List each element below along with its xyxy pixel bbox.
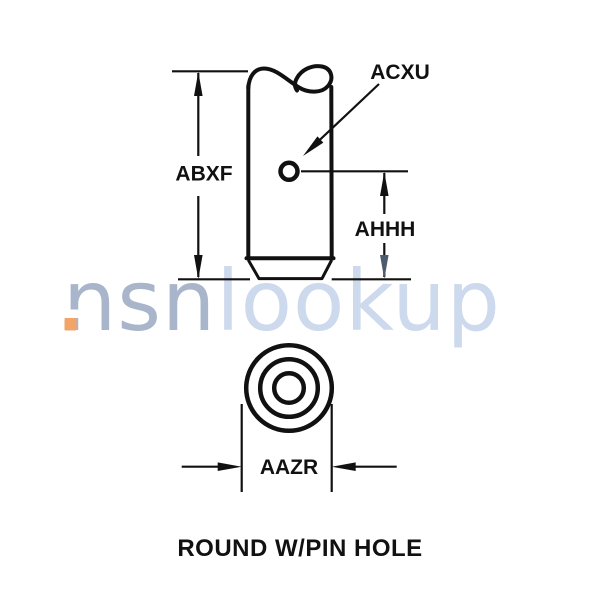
label-aazr: AAZR <box>260 456 318 479</box>
watermark-part2: lookup <box>216 252 501 350</box>
chamfer-tip <box>246 259 334 281</box>
leader-acxu: ACXU <box>303 61 430 156</box>
watermark-accent-square <box>64 318 77 331</box>
top-view <box>243 342 335 434</box>
middle-circle <box>257 356 321 420</box>
figure-caption: ROUND W/PIN HOLE <box>177 535 422 562</box>
dimension-ahhh: AHHH <box>331 171 416 281</box>
abxf-arrow-down <box>194 255 203 280</box>
label-abxf: ABXF <box>175 163 232 186</box>
break-line <box>246 64 334 94</box>
label-acxu: ACXU <box>370 61 430 84</box>
watermark-text: nsnlookup <box>63 252 501 350</box>
dimension-aazr: AAZR <box>181 404 397 492</box>
abxf-arrow-up <box>194 71 203 96</box>
side-view <box>244 64 408 281</box>
dimension-abxf: ABXF <box>172 70 250 281</box>
label-ahhh: AHHH <box>355 218 416 241</box>
watermark-part1: nsn <box>63 252 216 350</box>
ahhh-arrow-up <box>380 171 389 196</box>
inner-pin-hole-circle <box>271 370 307 406</box>
pin-hole-circle <box>278 160 300 183</box>
aazr-arrow-right <box>217 462 242 471</box>
outer-diameter-circle <box>243 342 335 434</box>
watermark-stem-gap <box>62 309 79 318</box>
ahhh-arrow-down <box>380 255 389 280</box>
leader-arrowhead <box>303 136 324 156</box>
watermark: nsnlookup <box>62 252 501 350</box>
aazr-arrow-left <box>331 462 356 471</box>
